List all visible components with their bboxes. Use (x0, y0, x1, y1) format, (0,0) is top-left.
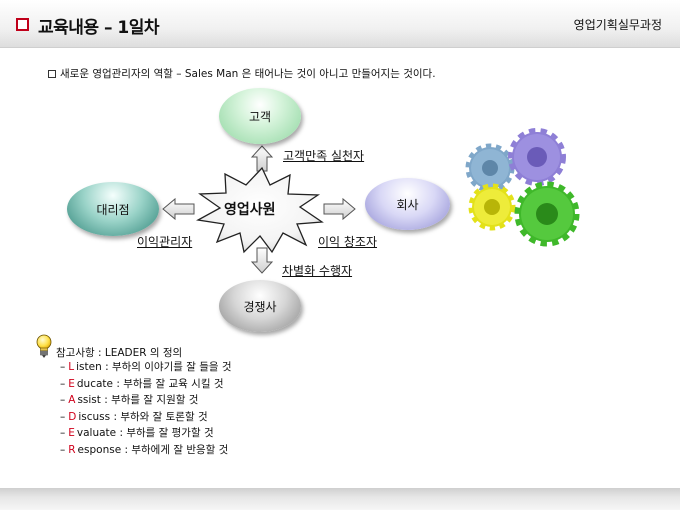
profit-manager-role-label: 이익관리자 (137, 235, 193, 249)
profit-creator-role-label: 이익 창조자 (318, 235, 378, 249)
agency-bubble: 대리점 (67, 182, 159, 236)
arrow-left-icon (162, 197, 195, 221)
competitor-bubble: 경쟁사 (219, 280, 301, 332)
differentiation-role-label: 차별화 수행자 (282, 264, 353, 278)
checkbox-bullet-icon (16, 18, 29, 31)
arrow-down-icon (250, 247, 274, 274)
gear-green-icon (514, 181, 580, 247)
role-diagram (162, 128, 580, 274)
gear-blue-icon (465, 143, 515, 193)
gears-illustration (465, 128, 580, 247)
customer-bubble: 고객 (219, 88, 301, 144)
square-bullet-icon (48, 70, 56, 78)
satisfaction-role-label: 고객만족 실천자 (283, 149, 365, 163)
competitor-label: 경쟁사 (243, 299, 277, 314)
intro-line: 새로운 영업관리자의 역할 – Sales Man 은 태어나는 것이 아니고 … (48, 66, 436, 81)
company-label: 회사 (396, 197, 419, 212)
slide-footer (0, 488, 680, 510)
arrow-right-icon (323, 197, 356, 221)
agency-label: 대리점 (96, 202, 130, 217)
course-name: 영업기획실무과정 (573, 18, 662, 32)
sales-rep-starburst (196, 166, 324, 254)
light-bulb-icon (36, 334, 52, 358)
slide-title: 교육내용 – 1일차 (38, 18, 160, 38)
gear-purple-icon (508, 128, 566, 186)
gear-yellow-icon (468, 183, 516, 231)
customer-label: 고객 (248, 109, 272, 124)
sales-rep-label: 영업사원 (224, 202, 276, 218)
leader-definition-title: 참고사항 : LEADER 의 정의 (56, 347, 183, 359)
intro-text: 새로운 영업관리자의 역할 – Sales Man 은 태어나는 것이 아니고 … (60, 68, 436, 80)
slide-header: 교육내용 – 1일차 영업기획실무과정 (0, 0, 680, 48)
company-bubble: 회사 (365, 178, 450, 230)
